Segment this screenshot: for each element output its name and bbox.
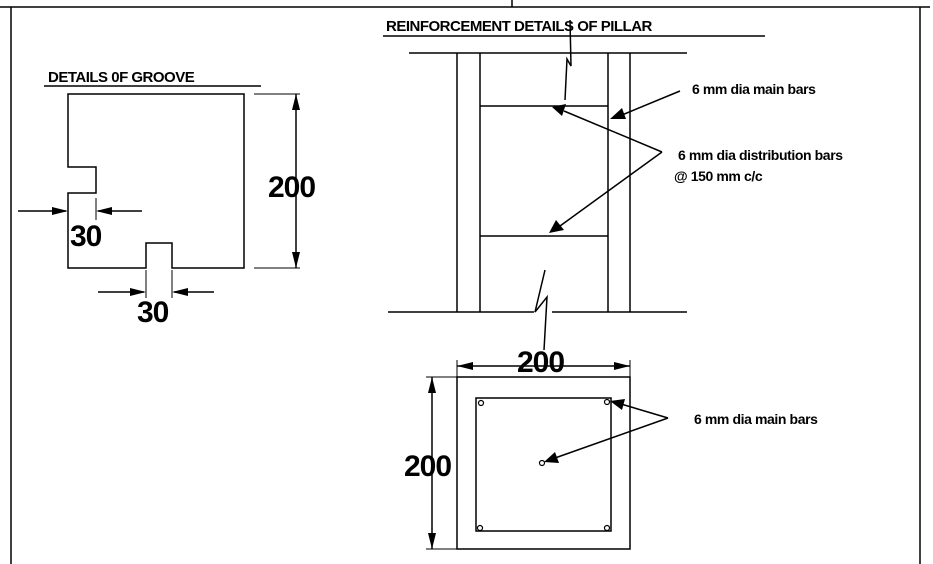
main-bars-label: 6 mm dia main bars [692,81,816,97]
groove-title: DETAILS 0F GROOVE [48,69,195,86]
break-line-top [564,19,572,101]
section-height-dimension: 200 [404,450,451,483]
break-line-bottom [534,269,548,351]
pillar-title: REINFORCEMENT DETAILS OF PILLAR [386,18,653,35]
section-stirrup [475,397,612,532]
section-main-bars-label: 6 mm dia main bars [694,411,818,427]
groove-height-dimension: 200 [268,171,315,204]
groove-detail: DETAILS 0F GROOVE 200 30 30 [18,69,316,329]
main-bar-dot [476,524,484,532]
groove-bottom-dimension: 30 [137,296,169,329]
spacing-label: @ 150 mm c/c [674,168,763,184]
main-bar-dot [477,399,485,407]
main-bar-dot [538,459,546,467]
grooved-block-outline [67,93,245,269]
main-bar-dot [603,524,611,532]
pillar-cross-section: 200 200 6 mm dia main bars [404,346,819,550]
distribution-bars-label: 6 mm dia distribution bars [678,147,843,163]
main-bar-dot [603,398,611,406]
section-outer [456,376,631,550]
pillar-elevation: REINFORCEMENT DETAILS OF PILLAR 6 mm dia… [383,18,844,351]
groove-left-dimension: 30 [70,220,102,253]
section-width-dimension: 200 [517,346,564,379]
